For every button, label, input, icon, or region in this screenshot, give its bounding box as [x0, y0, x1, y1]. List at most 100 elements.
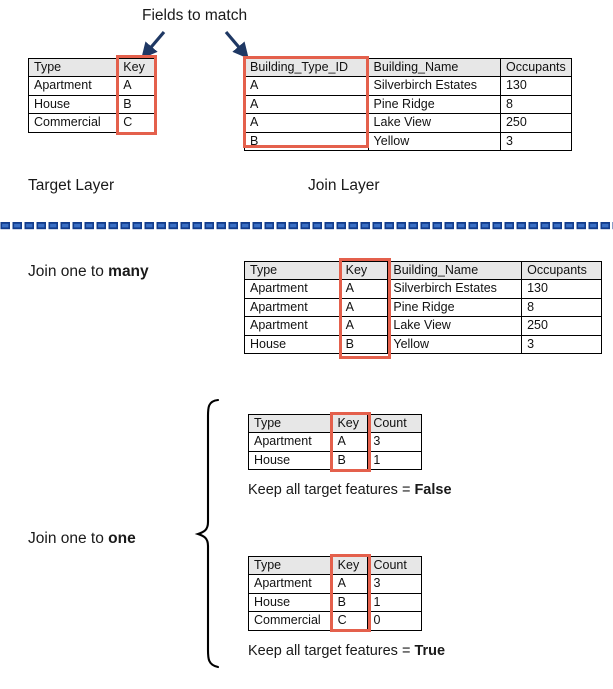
column-header: Building_Name [387, 260, 523, 281]
table-row: A Silverbirch Estates 130 [244, 76, 573, 96]
join-one-to-many-label: Join one to many [28, 263, 149, 280]
join-one-to-one-label: Join one to one [28, 530, 136, 547]
column-header: Type [248, 555, 333, 576]
table-row: Commercial C 0 [248, 611, 422, 631]
column-header: Type [247, 413, 333, 434]
column-header: Building_Name [367, 57, 501, 78]
cell-key: A [331, 432, 369, 452]
table-row: Apartment A 3 [248, 574, 422, 594]
join-one-to-one-emphasis: one [108, 530, 136, 547]
cell-building-name: Silverbirch Estates [367, 76, 501, 96]
cell-building-name: Pine Ridge [367, 94, 501, 115]
cell-occupants: 3 [521, 334, 602, 354]
cell-key: A [339, 297, 389, 318]
cell-occupants: 8 [499, 94, 573, 115]
cell-building-type-id: B [244, 131, 369, 151]
cell-building-type-id: A [244, 94, 369, 115]
cell-type: Apartment [27, 76, 119, 96]
table-row: Apartment A Silverbirch Estates 130 [244, 279, 602, 299]
column-header: Key [331, 555, 369, 576]
column-header: Count [367, 413, 422, 434]
column-header: Key [339, 260, 389, 281]
table-row: A Pine Ridge 8 [244, 94, 573, 115]
table-header-row: Building_Type_ID Building_Name Occupants [244, 57, 573, 78]
keep-all-true-value: True [414, 643, 446, 659]
cell-count: 0 [367, 611, 422, 631]
column-header: Type [27, 57, 119, 78]
one-to-many-result-table: Type Key Building_Name Occupants Apartme… [244, 260, 602, 354]
column-header: Type [244, 260, 341, 281]
arrow-down-right-icon [224, 30, 249, 59]
cell-occupants: 3 [499, 131, 573, 151]
join-one-to-many-prefix: Join one to [28, 263, 109, 280]
table-row: House B [27, 94, 156, 115]
cell-count: 1 [367, 592, 422, 613]
cell-building-name: Pine Ridge [387, 297, 523, 318]
table-row: Apartment A [27, 76, 156, 96]
cell-building-name: Yellow [387, 334, 523, 354]
cell-type: House [247, 450, 333, 471]
one-to-one-false-result-table: Type Key Count Apartment A 3 House B 1 [247, 413, 422, 471]
table-row: Apartment A Lake View 250 [244, 316, 602, 336]
table-row: Apartment A 3 [247, 432, 422, 452]
curly-brace-icon [194, 398, 220, 669]
table-header-row: Type Key [27, 57, 156, 78]
cell-key: C [331, 611, 369, 631]
join-one-to-many-emphasis: many [108, 263, 149, 280]
cell-type: House [248, 592, 333, 613]
cell-occupants: 8 [521, 297, 602, 318]
table-row: B Yellow 3 [244, 131, 573, 151]
arrow-down-left-icon [141, 30, 166, 59]
keep-all-true-caption: Keep all target features = True [248, 643, 446, 660]
cell-type: Apartment [244, 279, 341, 299]
cell-type: House [27, 94, 119, 115]
cell-building-name: Lake View [367, 113, 501, 133]
cell-occupants: 250 [499, 113, 573, 133]
cell-building-name: Yellow [367, 131, 501, 151]
cell-occupants: 250 [521, 316, 602, 336]
table-row: House B Yellow 3 [244, 334, 602, 354]
cell-count: 3 [367, 432, 422, 452]
cell-building-type-id: A [244, 113, 369, 133]
table-header-row: Type Key Count [248, 555, 422, 576]
cell-count: 3 [367, 574, 422, 594]
cell-key: A [331, 574, 369, 594]
column-header: Occupants [521, 260, 602, 281]
join-layer-table: Building_Type_ID Building_Name Occupants… [244, 57, 573, 151]
target-layer-table: Type Key Apartment A House B Commercial … [27, 57, 156, 133]
cell-type: Commercial [27, 113, 119, 133]
cell-key: C [117, 113, 156, 133]
cell-key: A [339, 316, 389, 336]
column-header: Key [117, 57, 156, 78]
cell-count: 1 [367, 450, 422, 471]
cell-key: A [339, 279, 389, 299]
column-header: Occupants [499, 57, 573, 78]
fields-to-match-label: Fields to match [142, 7, 248, 24]
table-row: House B 1 [247, 450, 422, 471]
table-row: Commercial C [27, 113, 156, 133]
table-row: Apartment A Pine Ridge 8 [244, 297, 602, 318]
table-header-row: Type Key Count [247, 413, 422, 434]
one-to-one-true-result-table: Type Key Count Apartment A 3 House B 1 C… [248, 555, 422, 631]
cell-key: A [117, 76, 156, 96]
join-one-to-one-prefix: Join one to [28, 530, 109, 547]
target-layer-caption: Target Layer [28, 177, 115, 194]
decorative-dashed-divider-icon [0, 219, 613, 232]
cell-key: B [117, 94, 156, 115]
table-row: A Lake View 250 [244, 113, 573, 133]
keep-all-false-value: False [414, 482, 452, 498]
cell-type: House [244, 334, 341, 354]
cell-type: Apartment [247, 432, 333, 452]
table-header-row: Type Key Building_Name Occupants [244, 260, 602, 281]
cell-building-type-id: A [244, 76, 369, 96]
keep-all-prefix: Keep all target features = [248, 643, 415, 659]
keep-all-prefix: Keep all target features = [248, 482, 415, 498]
cell-occupants: 130 [521, 279, 602, 299]
cell-type: Apartment [248, 574, 333, 594]
cell-type: Commercial [248, 611, 333, 631]
cell-occupants: 130 [499, 76, 573, 96]
table-row: House B 1 [248, 592, 422, 613]
cell-type: Apartment [244, 316, 341, 336]
column-header: Building_Type_ID [244, 57, 369, 78]
